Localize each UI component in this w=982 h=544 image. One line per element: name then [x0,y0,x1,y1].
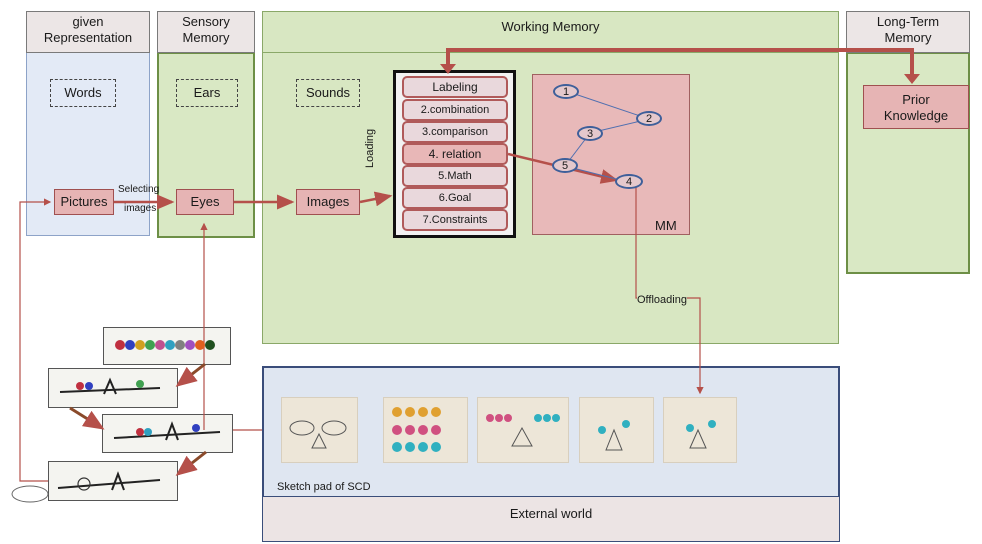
stack-item-math: 5.Math [402,165,508,187]
stack-item-comparison: 3.comparison [402,121,508,143]
prior-knowledge-box: Prior Knowledge [863,85,969,129]
pictures-box: Pictures [54,189,114,215]
selecting-label: Selecting [118,184,160,195]
working-memory-header: Working Memory [262,11,839,53]
sounds-box: Sounds [296,79,360,107]
arrow-images-stack [359,191,393,207]
words-box: Words [50,79,116,107]
sketch-pad-label: Sketch pad of SCD [277,481,371,493]
eyes-box: Eyes [176,189,234,215]
mental-model-panel [532,74,690,235]
offloading-label: Offloading [637,294,687,306]
mm-node-4: 4 [615,174,643,189]
external-world-box: External world [263,496,839,541]
sketch-image-4 [579,397,654,463]
images-box: Images [296,189,360,215]
mm-node-3: 3 [577,126,603,141]
stack-item-labeling: Labeling [402,76,508,98]
ears-box: Ears [176,79,238,107]
given-representation-header: given Representation [26,11,150,53]
mental-model-label: MM [655,218,677,233]
arrow-ltm-exchange [446,48,914,80]
arrow-offloading [635,187,704,395]
stack-item-relation: 4. relation [402,143,508,165]
arrow-feedback-eyes [204,224,262,431]
mm-node-1: 1 [553,84,579,99]
stack-item-constraints: 7.Constraints [402,209,508,231]
mm-node-5: 5 [552,158,578,173]
stack-item-goal: 6.Goal [402,187,508,209]
stack-item-combination: 2.combination [402,99,508,121]
long-term-memory-header: Long-Term Memory [846,11,970,53]
sketch-image-5 [663,397,737,463]
arrow-feedback-pictures [19,198,52,482]
sensory-memory-header: Sensory Memory [157,11,255,53]
selecting-images-label: images [124,203,157,214]
mm-node-2: 2 [636,111,662,126]
